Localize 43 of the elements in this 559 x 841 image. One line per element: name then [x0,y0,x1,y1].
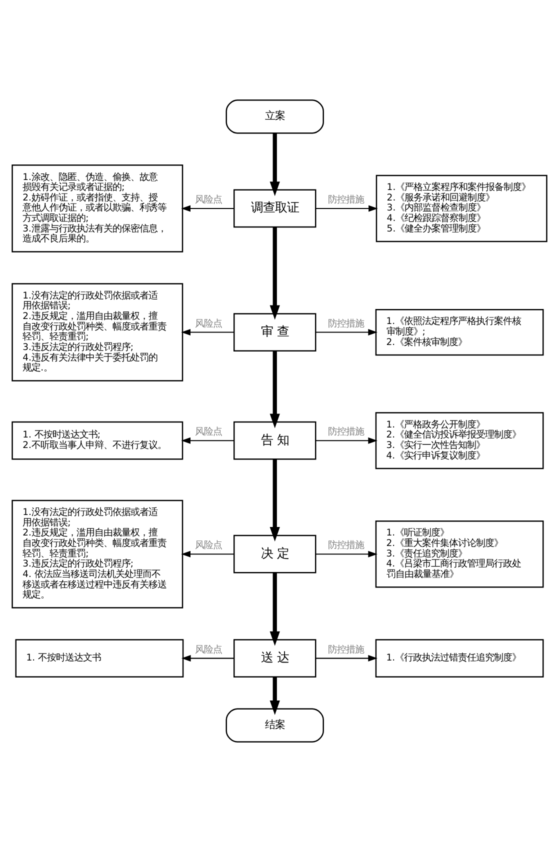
edge-label: 防控措施 [328,540,364,551]
node-box: 立案 [226,99,324,134]
arrow [270,132,280,196]
arrow [270,459,280,541]
node-box: 1.《严格立案程序和案件报备制度》 2.《服务承诺和回避制度》 3.《内部监督检查制度》 4.《纪检跟踪督察制度》 5.《健全办案管理制度》 [376,174,548,242]
edge-label: 风险点 [194,318,222,329]
edge-label: 防控措施 [328,644,364,655]
node-box: 1. 不按时送达文书 [15,638,184,677]
node-box: 1.《严格政务公开制度》 2.《健全信访投诉举报受理制度》 3.《实行一次性告知制》 4.《实行申诉复议制度》 [375,412,544,469]
arrow [316,204,378,212]
node-box: 1.《听证制度》 2.《重大案件集体讨论制度》 3.《责任追究制度》 4.《吕梁市工商行政管理局行政处罚自由裁量基准》 [375,520,544,588]
node-box: 1. 不按时送达文书; 2.不听取当事人申辩、不进行复议。 [12,420,184,460]
arrow [270,572,280,646]
node-box: 1.没有法定的行政处罚依据或者适用依据错误; 2.违反规定，滥用自由裁量权，擅自改变行政处罚种类、幅度或者重责轻罚、轻责重罚; 3.违反法定的行政处罚程序; 4. 依法应当移送司法机关处理而不移送或者在移送过程中违反有关移送规定。 [12,499,184,608]
edge-label: 防控措施 [328,426,364,438]
arrow [181,328,234,336]
node-box: 决 定 [233,534,316,573]
arrow [182,654,234,662]
arrow [316,436,378,444]
arrow [181,550,234,557]
node-box: 调查取证 [233,188,316,228]
node-box: 审 查 [233,312,316,351]
edge-label: 风险点 [194,540,222,551]
arrow [181,204,234,212]
node-box: 1.没有法定的行政处罚依据或者适用依据错误; 2.违反规定，滥用自由裁量权，擅自改变行政处罚种类、幅度或者重责轻罚、轻责重罚; 3.违反法定的行政处罚程序; 4.违反有关法律中关于委托处罚的规定.。 [12,282,184,381]
arrow [181,436,234,444]
arrow [316,654,378,662]
edge-label: 防控措施 [328,318,364,329]
node-box: 告 知 [233,420,316,460]
arrow [270,676,280,715]
edge-label: 风险点 [194,194,222,205]
arrow [270,226,280,320]
node-box: 送 达 [233,638,316,677]
node-box: 1.涂改、隐匿、伪造、偷换、故意损毁有关记录或者证据的; 2.妨碍作证，或者指使、支持、授意他人作伪证，或者以欺骗、利诱等方式调取证据的; 3.泄露与行政执法有关的保密信息，造成不良后果的。 [12,164,184,252]
edge-label: 风险点 [194,426,222,438]
node-box: 结案 [226,708,324,742]
arrow [270,350,280,428]
node-box: 1.《行政执法过错责任追究制度》 [375,638,544,677]
edge-label: 风险点 [195,644,222,655]
edge-label: 防控措施 [328,194,364,205]
node-box: 1.《依照法定程序严格执行案件核审制度》; 2.《案件核审制度》 [375,308,544,356]
arrow [316,328,378,336]
arrow [316,550,378,557]
